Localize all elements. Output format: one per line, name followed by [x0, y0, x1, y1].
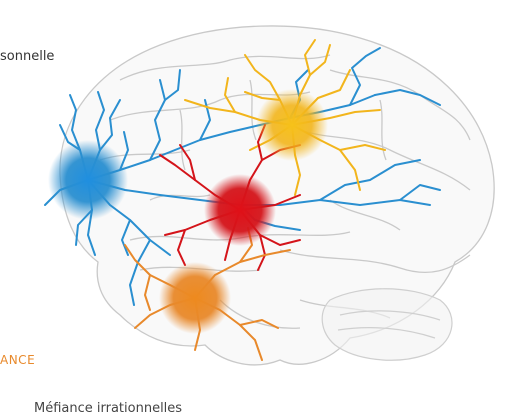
label-orange: ANCE	[0, 353, 35, 367]
label-bottom: Méfiance irrationnelles	[34, 401, 182, 416]
cerebellum-outline	[322, 289, 452, 360]
yellow-neuron-body	[256, 89, 328, 161]
orange-neuron-body	[159, 262, 231, 334]
red-neuron-body	[204, 174, 276, 246]
label-top: sonnelle	[0, 49, 54, 64]
blue-neuron-body	[48, 140, 128, 220]
